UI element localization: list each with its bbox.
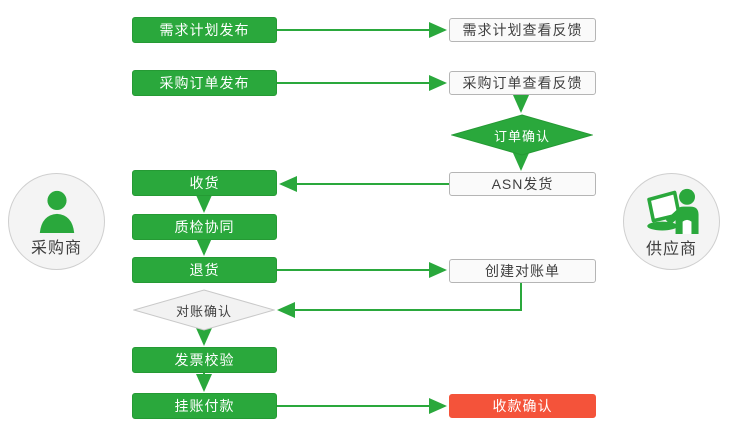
- buyer-actor: 采购商: [8, 173, 105, 270]
- node-book-payment: 挂账付款: [132, 393, 277, 419]
- supplier-laptop-person-icon: [643, 188, 701, 234]
- buyer-label: 采购商: [30, 240, 82, 257]
- node-demand-plan-feedback: 需求计划查看反馈: [449, 18, 596, 42]
- decision-order-confirm: 订单确认: [451, 114, 593, 156]
- buyer-person-icon: [34, 189, 80, 233]
- supplier-label: 供应商: [645, 241, 697, 258]
- node-create-statement: 创建对账单: [449, 259, 596, 283]
- supplier-actor: 供应商: [623, 173, 720, 270]
- node-quality-collab: 质检协同: [132, 214, 277, 240]
- decision-statement-confirm: 对账确认: [133, 289, 275, 331]
- node-po-feedback: 采购订单查看反馈: [449, 71, 596, 95]
- node-po-publish: 采购订单发布: [132, 70, 277, 96]
- decision-statement-confirm-label: 对账确认: [175, 303, 232, 319]
- node-return-goods: 退货: [132, 257, 277, 283]
- node-asn-ship: ASN发货: [449, 172, 596, 196]
- node-receive: 收货: [132, 170, 277, 196]
- node-demand-plan-publish: 需求计划发布: [132, 17, 277, 43]
- node-payment-confirm: 收款确认: [449, 394, 596, 418]
- decision-order-confirm-label: 订单确认: [493, 128, 550, 144]
- node-invoice-verify: 发票校验: [132, 347, 277, 373]
- connector-statement-to-confirm: [277, 283, 522, 318]
